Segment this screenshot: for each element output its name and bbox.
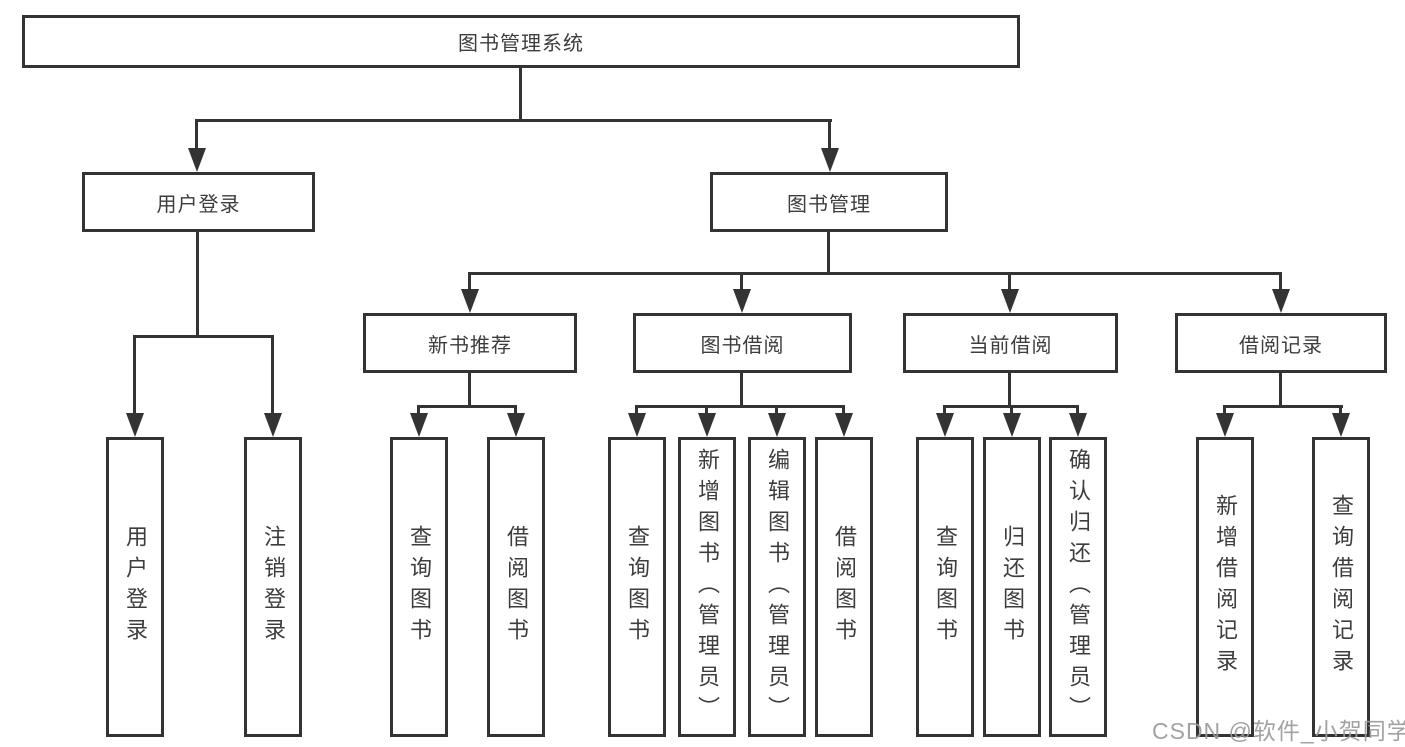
node-label: 图书借阅	[700, 334, 785, 357]
connector-line	[1008, 373, 1011, 408]
arrowhead-down	[1272, 289, 1290, 313]
connector-line	[195, 119, 832, 122]
node-label: 查询借阅记录	[1329, 494, 1354, 680]
connector-line	[1223, 405, 1226, 417]
node-label: 新增借阅记录	[1213, 494, 1238, 680]
connector-line	[1339, 405, 1342, 417]
arrowhead-down	[1003, 413, 1021, 437]
connector-line	[133, 335, 274, 338]
node-label: 借阅图书	[504, 525, 529, 649]
leaf-logout: 注销登录	[244, 437, 302, 737]
arrowhead-down	[264, 413, 282, 437]
arrowhead-down	[1216, 413, 1234, 437]
leaf-query-book: 查询图书	[608, 437, 666, 737]
arrowhead-down	[188, 148, 206, 172]
node-label: 编辑图书（管理员）	[765, 447, 790, 727]
arrowhead-down	[1001, 289, 1019, 313]
connector-line	[1279, 373, 1282, 408]
node-user-login: 用户登录	[82, 172, 315, 232]
connector-line	[271, 335, 274, 417]
node-label: 借阅记录	[1239, 334, 1323, 357]
node-label: 用户登录	[123, 525, 148, 649]
node-label: 注销登录	[261, 525, 286, 649]
leaf-add-borrow-record: 新增借阅记录	[1196, 437, 1254, 737]
leaf-query-borrow-record: 查询借阅记录	[1312, 437, 1370, 737]
arrowhead-down	[461, 289, 479, 313]
node-label: 当前借阅	[968, 334, 1053, 357]
node-label: 借阅图书	[832, 525, 857, 649]
connector-line	[827, 232, 830, 275]
connector-line	[468, 373, 471, 408]
connector-line	[417, 405, 420, 417]
connector-line	[1076, 405, 1079, 417]
connector-line	[1008, 272, 1011, 292]
watermark: CSDN @软件_小贺同学	[1152, 718, 1405, 744]
connector-line	[635, 405, 845, 408]
connector-line	[635, 405, 638, 417]
connector-line	[740, 373, 743, 408]
connector-line	[740, 272, 743, 292]
connector-line	[468, 272, 471, 292]
connector-line	[943, 405, 946, 417]
node-label: 归还图书	[1000, 525, 1025, 649]
connector-line	[775, 405, 778, 417]
arrowhead-down	[821, 148, 839, 172]
arrowhead-down	[936, 413, 954, 437]
node-label: 确认归还（管理员）	[1066, 447, 1091, 727]
connector-line	[195, 119, 198, 151]
node-borrow-record: 借阅记录	[1175, 313, 1387, 373]
node-label: 查询图书	[933, 525, 958, 649]
leaf-add-book-admin: 新增图书（管理员）	[678, 437, 736, 737]
node-current-borrow: 当前借阅	[903, 313, 1118, 373]
arrowhead-down	[1332, 413, 1350, 437]
node-label: 用户登录	[156, 193, 241, 216]
arrowhead-down	[126, 413, 144, 437]
connector-line	[1223, 405, 1343, 408]
arrowhead-down	[507, 413, 525, 437]
leaf-borrow-book: 借阅图书	[815, 437, 873, 737]
node-label: 图书管理	[787, 193, 871, 216]
connector-line	[705, 405, 708, 417]
node-book-borrow: 图书借阅	[633, 313, 852, 373]
leaf-edit-book-admin: 编辑图书（管理员）	[748, 437, 806, 737]
connector-line	[519, 67, 522, 121]
leaf-user-login: 用户登录	[106, 437, 164, 737]
leaf-borrow-book: 借阅图书	[487, 437, 545, 737]
arrowhead-down	[698, 413, 716, 437]
arrowhead-down	[1069, 413, 1087, 437]
arrowhead-down	[768, 413, 786, 437]
arrowhead-down	[733, 289, 751, 313]
connector-line	[1279, 272, 1282, 292]
leaf-return-book: 归还图书	[983, 437, 1041, 737]
leaf-query-book: 查询图书	[390, 437, 448, 737]
connector-line	[514, 405, 517, 417]
arrowhead-down	[410, 413, 428, 437]
node-library-management-system: 图书管理系统	[22, 15, 1020, 68]
node-label: 新增图书（管理员）	[695, 447, 720, 727]
node-label: 图书管理系统	[458, 33, 584, 55]
leaf-query-book: 查询图书	[916, 437, 974, 737]
connector-line	[1010, 405, 1013, 417]
connector-line	[828, 119, 831, 151]
arrowhead-down	[835, 413, 853, 437]
connector-line	[196, 232, 199, 338]
connector-line	[468, 272, 1281, 275]
arrowhead-down	[628, 413, 646, 437]
node-label: 新书推荐	[428, 334, 512, 357]
node-new-book-recommend: 新书推荐	[363, 313, 577, 373]
node-label: 查询图书	[407, 525, 432, 649]
node-book-management: 图书管理	[710, 172, 948, 232]
connector-line	[842, 405, 845, 417]
connector-line	[133, 335, 136, 417]
node-label: 查询图书	[625, 525, 650, 649]
leaf-confirm-return-admin: 确认归还（管理员）	[1049, 437, 1107, 737]
connector-line	[417, 405, 517, 408]
